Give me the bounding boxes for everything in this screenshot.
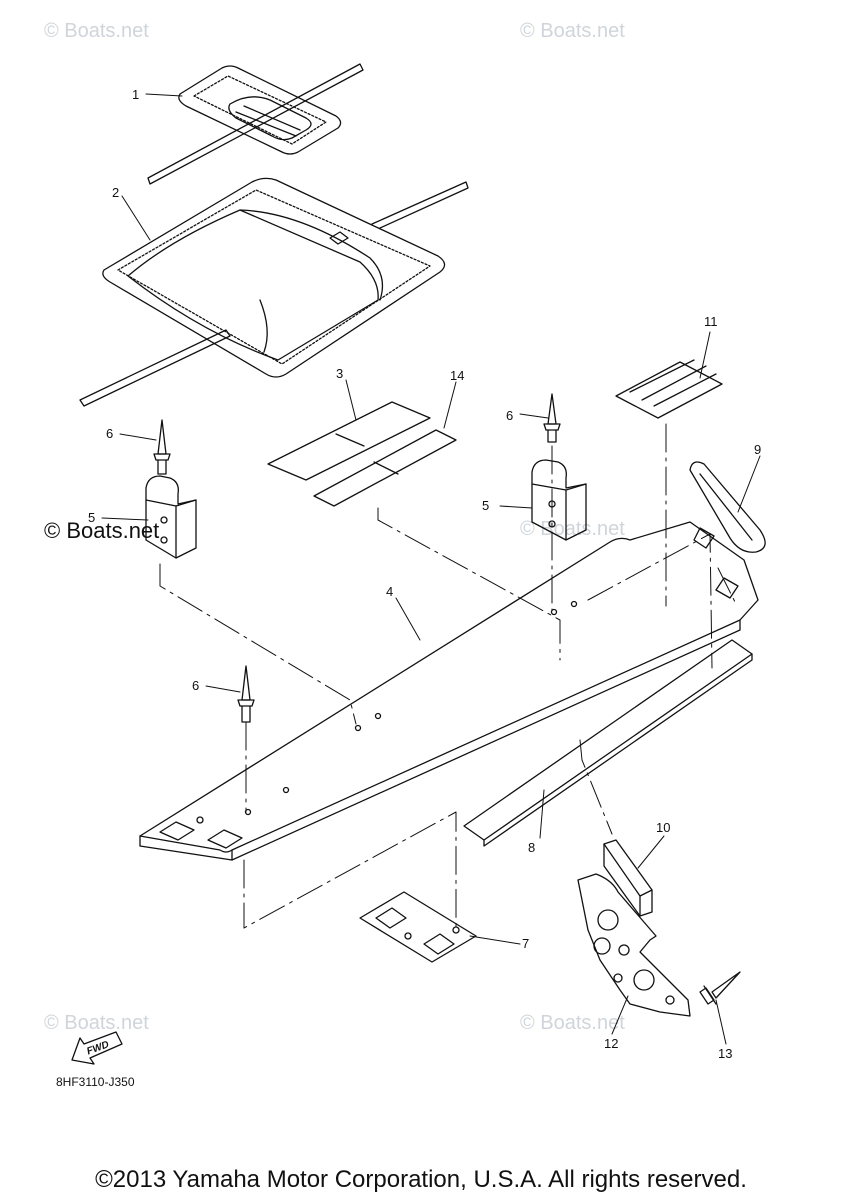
part-2-storage-bag bbox=[102, 177, 446, 378]
callout-5-right: 5 bbox=[482, 498, 489, 513]
strap-mid-right bbox=[371, 181, 469, 229]
part-14-decal bbox=[313, 429, 457, 507]
part-8-foam bbox=[463, 639, 753, 847]
callout-14: 14 bbox=[450, 368, 464, 383]
callout-13: 13 bbox=[718, 1046, 732, 1061]
callout-5-left: 5 bbox=[88, 510, 95, 525]
callout-8: 8 bbox=[528, 840, 535, 855]
callout-7: 7 bbox=[522, 936, 529, 951]
watermark-dark: © Boats.net bbox=[44, 518, 160, 543]
callout-6-right: 6 bbox=[506, 408, 513, 423]
part-5-bracket-left bbox=[145, 475, 197, 559]
part-1-pouch bbox=[178, 65, 342, 155]
part-3-decal bbox=[267, 401, 431, 481]
callout-12: 12 bbox=[604, 1036, 618, 1051]
drawing-code: 8HF3110-J350 bbox=[56, 1075, 135, 1089]
callout-2: 2 bbox=[112, 185, 119, 200]
callout-10: 10 bbox=[656, 820, 670, 835]
fwd-arrow-icon bbox=[71, 1031, 123, 1065]
assembly-lines bbox=[159, 423, 737, 931]
watermark-mid-right: © Boats.net bbox=[520, 518, 625, 540]
watermark-bottom-left: © Boats.net bbox=[44, 1012, 149, 1034]
callout-11: 11 bbox=[704, 314, 718, 329]
callout-1: 1 bbox=[132, 87, 139, 102]
part-9-strip bbox=[689, 461, 766, 553]
part-6-rivet-right bbox=[543, 393, 561, 443]
callout-6-left: 6 bbox=[106, 426, 113, 441]
strap-top bbox=[147, 63, 364, 185]
callout-3: 3 bbox=[336, 366, 343, 381]
leader-lines bbox=[101, 93, 761, 1045]
watermark-top-right: © Boats.net bbox=[520, 20, 625, 42]
part-5-bracket-right bbox=[531, 459, 587, 541]
part-6-rivet-left bbox=[153, 419, 171, 475]
copyright-notice: ©2013 Yamaha Motor Corporation, U.S.A. A… bbox=[95, 1166, 747, 1193]
watermark-top-left: © Boats.net bbox=[44, 20, 149, 42]
part-13-rivet bbox=[699, 971, 741, 1005]
watermark-bottom-right: © Boats.net bbox=[520, 1012, 625, 1034]
part-10-wedge bbox=[603, 839, 653, 917]
callout-4: 4 bbox=[386, 584, 393, 599]
callout-6-bottom: 6 bbox=[192, 678, 199, 693]
strap-mid-left bbox=[79, 329, 231, 407]
part-11-pad bbox=[615, 359, 723, 419]
part-7-plate bbox=[359, 891, 477, 963]
part-6-rivet-bottom bbox=[237, 665, 255, 723]
part-12-bracket-plate bbox=[577, 873, 691, 1017]
callout-labels: 1 2 3 4 5 5 6 6 6 7 8 9 10 11 12 13 14 F… bbox=[85, 87, 761, 1061]
callout-9: 9 bbox=[754, 442, 761, 457]
